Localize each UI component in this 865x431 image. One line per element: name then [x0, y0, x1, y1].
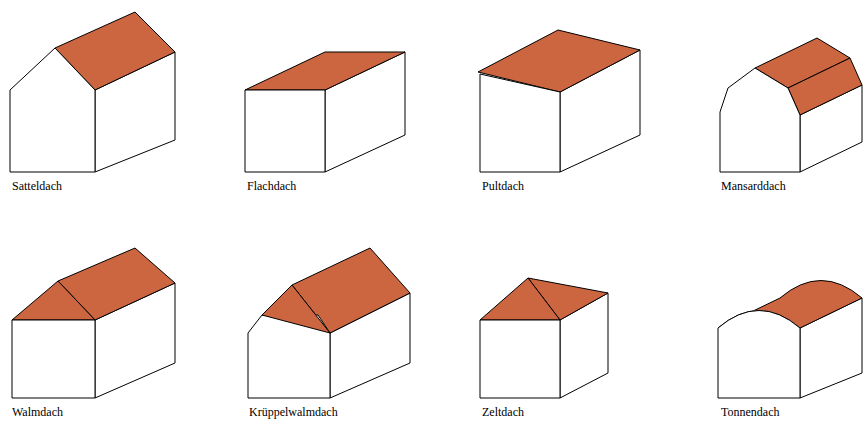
house-flat-roof [245, 52, 405, 172]
house-half-hip-roof [248, 248, 410, 398]
house-barrel-roof [718, 281, 862, 399]
roof-type-label: Zeltdach [482, 405, 524, 419]
roof-type-label: Pultdach [482, 179, 524, 193]
house-pyramid-roof [480, 278, 608, 398]
house-hip-roof [12, 248, 175, 398]
roof-type-label: Satteldach [12, 179, 62, 193]
house-gable-roof [10, 12, 175, 172]
roof-type-label: Walmdach [12, 405, 63, 419]
roof-type-label: Krüppelwalmdach [249, 405, 338, 419]
roof-type-label: Mansarddach [721, 179, 786, 193]
house-mansard-roof [720, 38, 862, 172]
house-shed-roof [478, 30, 640, 172]
roof-type-label: Flachdach [247, 179, 296, 193]
roof-type-label: Tonnendach [721, 405, 779, 419]
